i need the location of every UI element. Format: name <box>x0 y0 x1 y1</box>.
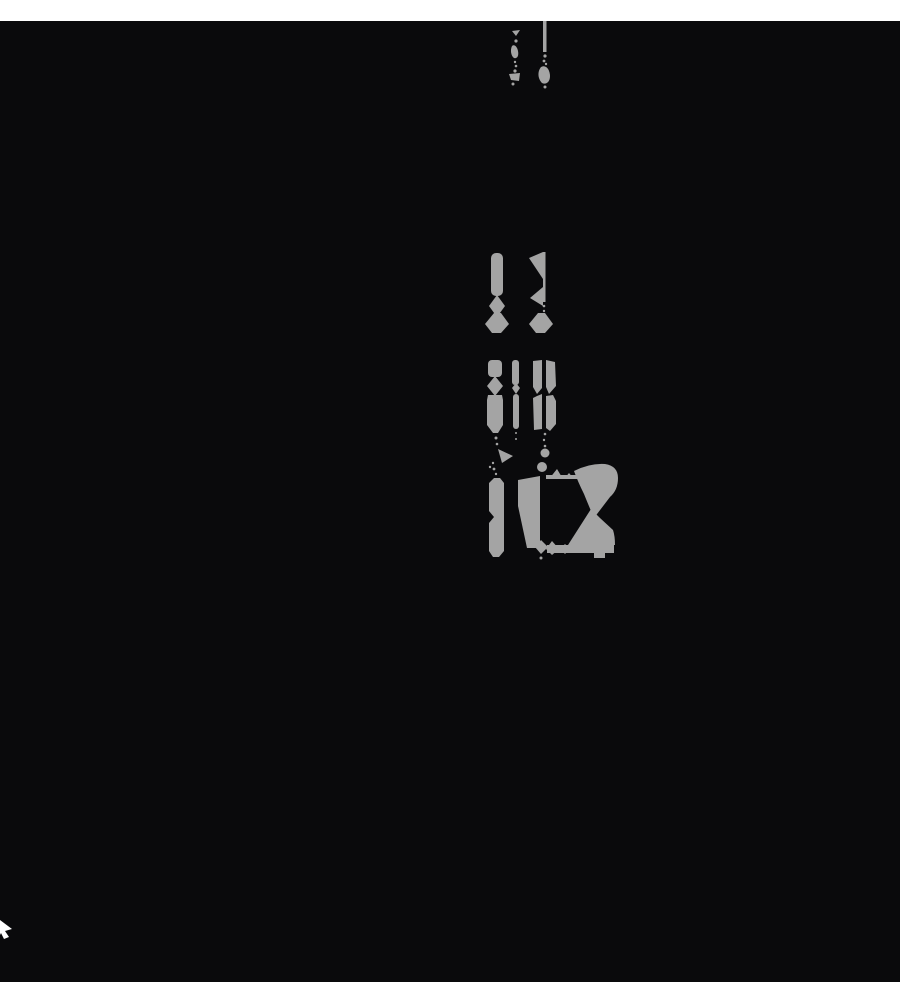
triangles-and-fan-glyph <box>529 252 553 333</box>
solid-streak-glyph <box>538 21 550 89</box>
cursor-arrow <box>0 920 12 939</box>
bottom-chrome-band <box>0 982 900 1005</box>
top-chrome-band <box>0 0 900 21</box>
triple-bar-glyph <box>487 360 556 476</box>
dotted-streak-glyph <box>509 30 520 86</box>
bowtie-and-bar-glyph <box>489 463 618 560</box>
black-canvas <box>0 21 900 982</box>
bar-and-fan-glyph <box>485 253 509 333</box>
